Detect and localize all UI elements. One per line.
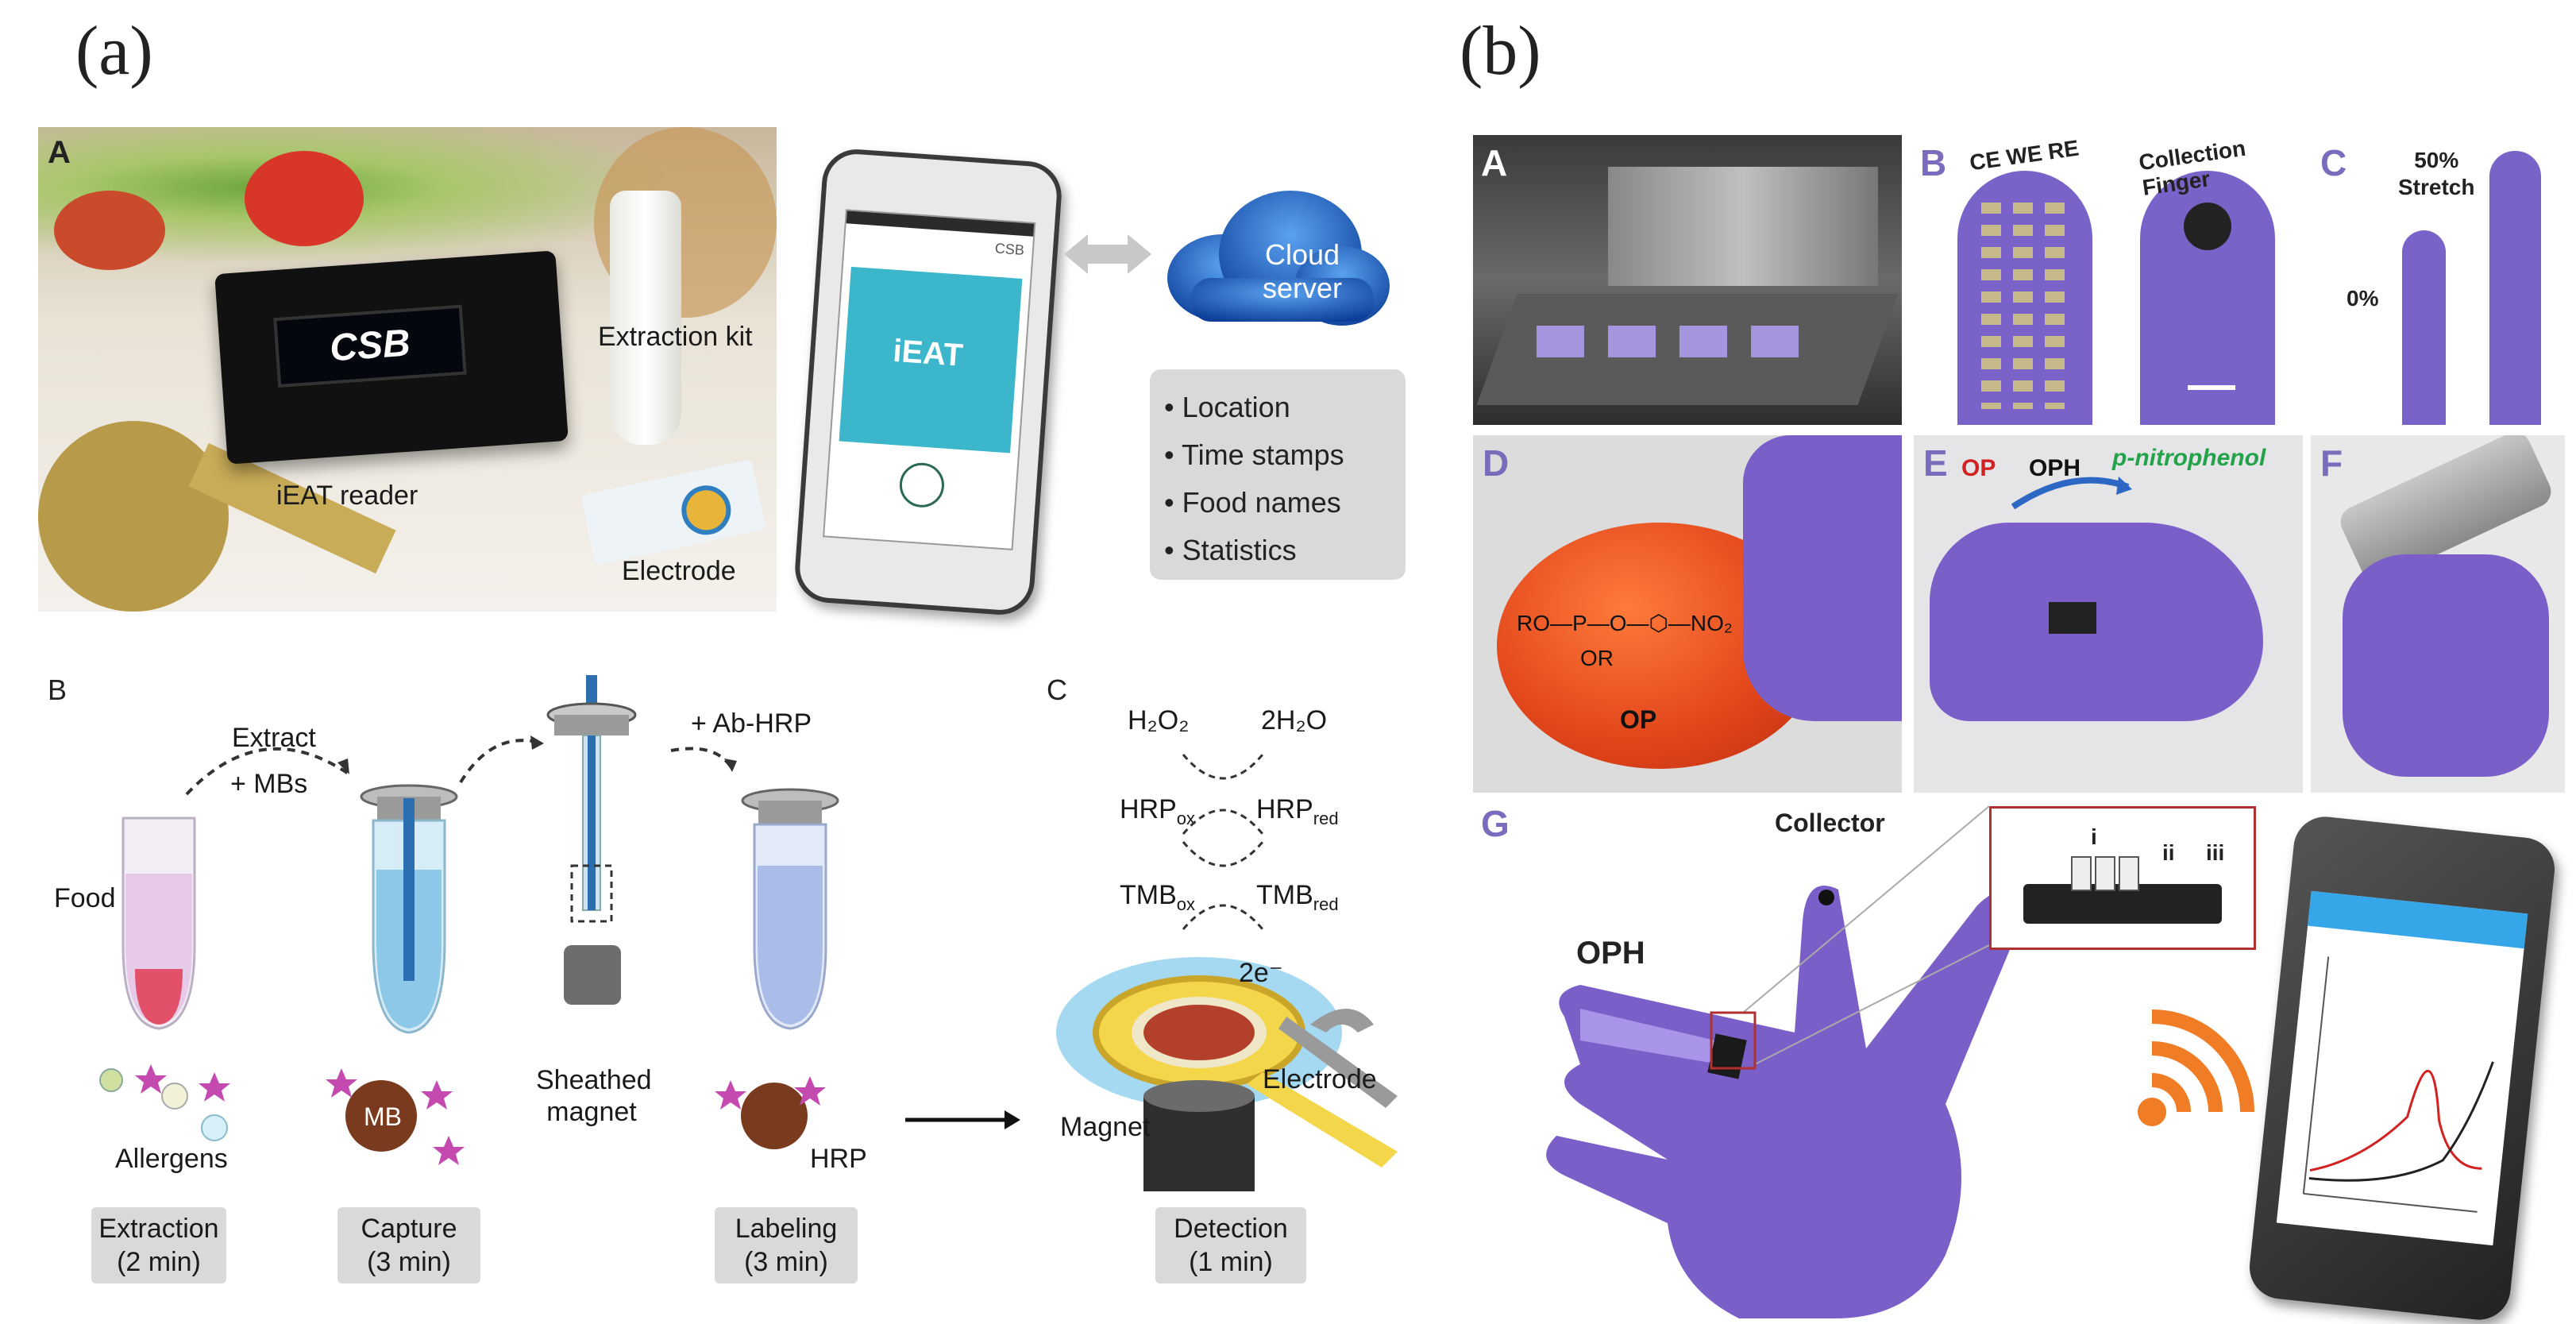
cloud-label-line1: Cloud [1264, 238, 1340, 271]
sub-b-letter: B [48, 674, 67, 706]
extraction-kit-label: Extraction kit [598, 322, 753, 352]
sensor-inset: i ii iii [1989, 806, 2256, 950]
step-labeling: Labeling (3 min) [715, 1207, 858, 1283]
detection-electrode-label: Electrode [1263, 1064, 1377, 1094]
mbs-label: + MBs [230, 769, 308, 799]
op-formula: RO—P—O—⬡—NO₂ [1517, 611, 1733, 635]
zero-label: 0% [2347, 286, 2379, 311]
allergens-particles [99, 1064, 230, 1141]
sheathed-label-2: magnet [546, 1097, 637, 1127]
b-e-letter: E [1923, 442, 1948, 484]
tomato-photo: D RO—P—O—⬡—NO₂ OR OP [1473, 435, 1902, 793]
ab-hrp-label: + Ab-HRP [691, 708, 812, 739]
b-b-letter: B [1920, 142, 1947, 183]
sub-c-letter: C [1047, 674, 1067, 706]
capture-tube [360, 784, 458, 1034]
reaction-arrow-icon [2011, 477, 2132, 510]
panel-a-label: (a) [75, 13, 153, 90]
mb-particle [326, 1068, 465, 1165]
step-detection: Detection (1 min) [1155, 1207, 1306, 1283]
step-labeling-name: Labeling [735, 1214, 838, 1244]
food-tube [121, 816, 196, 1030]
cloud-icon [1167, 191, 1390, 326]
step-capture-time: (3 min) [367, 1247, 451, 1277]
redox-cycle-arrows [1182, 754, 1264, 930]
op-label-d: OP [1620, 705, 1657, 734]
oph-label-g: OPH [1576, 936, 1645, 971]
panel-b-label: (b) [1460, 13, 1541, 90]
cloud-info-box: • Location • Time stamps • Food names • … [1150, 369, 1406, 580]
collector-label: Collector [1775, 809, 1885, 837]
inset-iii: iii [2206, 840, 2225, 865]
info-item-food-names: • Food names [1164, 486, 1341, 519]
cloud-label: Cloud server [1239, 238, 1366, 305]
step-extraction-time: (2 min) [117, 1247, 201, 1277]
step-extraction-name: Extraction [98, 1214, 219, 1244]
step-extraction: Extraction (2 min) [91, 1207, 226, 1283]
nitrophenol-label: p-nitrophenol [2112, 445, 2266, 471]
ieat-photo: CSB A iEAT reader Extraction kit Electro… [38, 127, 777, 612]
h2o-label: 2H₂O [1261, 705, 1328, 735]
op-formula-or: OR [1580, 646, 1614, 670]
stretch-word: Stretch [2398, 175, 2475, 199]
b-c-letter: C [2320, 142, 2347, 183]
info-item-statistics: • Statistics [1164, 534, 1297, 566]
step-detection-name: Detection [1174, 1214, 1288, 1244]
inset-i: i [2091, 824, 2097, 849]
stretch-pct: 50% [2414, 148, 2459, 172]
tmb-red-label: TMBred [1256, 880, 1339, 914]
glove-device-photo: F [2311, 435, 2565, 793]
b-f-letter: F [2320, 442, 2343, 484]
electrode-label: Electrode [622, 556, 736, 586]
op-label-e: OP [1961, 455, 1996, 481]
cloud-label-line2: server [1262, 272, 1343, 304]
info-item-location: • Location [1164, 391, 1290, 423]
inset-ii: ii [2162, 840, 2175, 865]
sub-a-letter: A [48, 135, 71, 170]
b-g-letter: G [1481, 803, 1510, 844]
oph-label-e: OPH [2029, 455, 2081, 481]
double-arrow-icon [1064, 234, 1151, 274]
sheathed-magnet-rod [546, 675, 637, 1005]
hrp-label: HRP [810, 1144, 867, 1174]
tmb-ox-label: TMBox [1120, 880, 1196, 914]
sheathed-magnet-label: Sheathed magnet [536, 1064, 652, 1128]
h2o2-label: H₂O₂ [1128, 705, 1190, 735]
b-a-letter: A [1481, 142, 1508, 183]
reader-label: iEAT reader [276, 481, 418, 511]
mb-label: MB [364, 1102, 402, 1131]
step-detection-time: (1 min) [1189, 1247, 1273, 1277]
voltammogram-plot [2302, 956, 2494, 1213]
sheathed-label-1: Sheathed [536, 1065, 652, 1095]
allergens-label: Allergens [115, 1144, 228, 1174]
collection-finger-photo: B CE WE RE Collection Finger [1914, 135, 2303, 425]
glove-sensing-photo: E OP OPH p-nitrophenol [1914, 435, 2303, 793]
hrp-red-label: HRPred [1256, 794, 1339, 828]
step-labeling-time: (3 min) [744, 1247, 828, 1277]
step-capture: Capture (3 min) [337, 1207, 480, 1283]
readout-phone [2246, 813, 2558, 1323]
labeling-tube [741, 788, 839, 1030]
step-capture-name: Capture [361, 1214, 457, 1244]
electrode-assembly [1056, 957, 1398, 1191]
printer-photo: A [1473, 135, 1902, 425]
info-item-timestamps: • Time stamps [1164, 438, 1344, 471]
b-d-letter: D [1483, 442, 1510, 484]
food-label: Food [54, 883, 116, 913]
wireless-signal-icon [2138, 1009, 2254, 1126]
hrp-ox-label: HRPox [1120, 794, 1196, 828]
stretch-photo: C 50% Stretch 0% [2311, 135, 2565, 425]
stretch-label: 50% Stretch [2398, 147, 2474, 201]
extraction-kit [610, 191, 681, 445]
magnet-label: Magnet [1060, 1112, 1151, 1142]
electron-label: 2e⁻ [1239, 958, 1283, 988]
labeled-particle [715, 1076, 826, 1149]
